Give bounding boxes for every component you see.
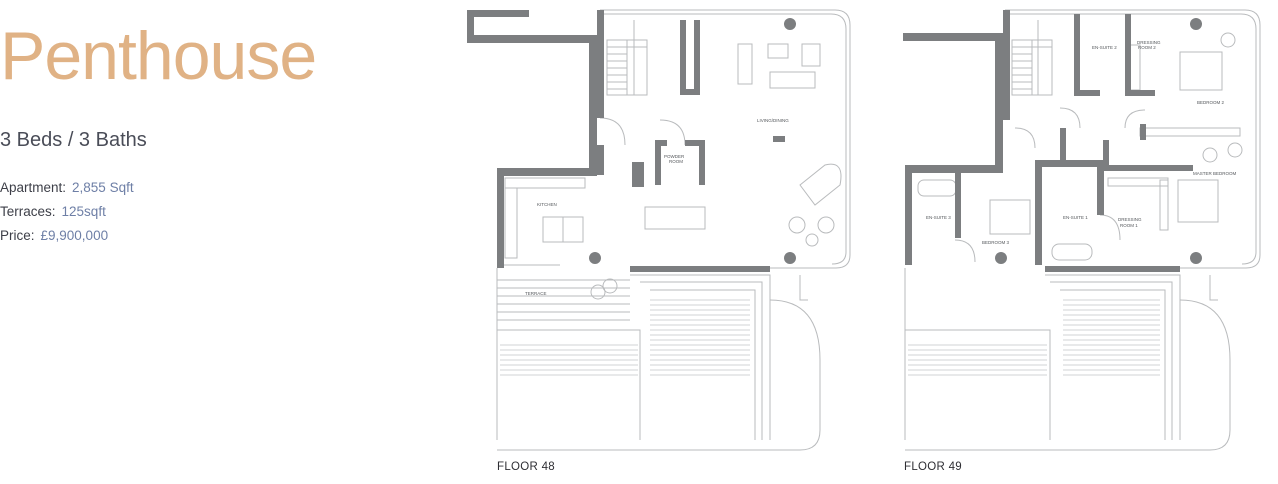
room-dressing-2: DRESSING <box>1137 40 1161 45</box>
beds-baths: 3 Beds / 3 Baths <box>0 129 147 151</box>
room-bedroom-2: BEDROOM 2 <box>1197 100 1225 105</box>
room-dressing-2b: ROOM 2 <box>1138 45 1156 50</box>
detail-apartment: Apartment: 2,855 Sqft <box>0 176 134 200</box>
detail-label: Terraces: <box>0 204 56 219</box>
room-bedroom-3: BEDROOM 3 <box>982 240 1010 245</box>
room-terrace: TERRACE <box>525 291 547 296</box>
room-living-dining: LIVING/DINING <box>757 118 789 123</box>
room-dressing-1: DRESSING <box>1118 217 1142 222</box>
floor-49-plan[interactable]: EN-SUITE 2 DRESSING ROOM 2 BEDROOM 2 MAS… <box>900 0 1278 460</box>
room-powder: POWDER <box>664 154 685 159</box>
detail-value: 125sqft <box>61 204 106 219</box>
apartment-details: Apartment: 2,855 Sqft Terraces: 125sqft Pr… <box>0 176 134 248</box>
detail-label: Apartment: <box>0 180 67 195</box>
room-master-bedroom: MASTER BEDROOM <box>1193 171 1237 176</box>
floor-48-label: FLOOR 48 <box>497 461 556 473</box>
room-ensuite-1: EN-SUITE 1 <box>1063 215 1088 220</box>
floor-49-label: FLOOR 49 <box>904 461 963 473</box>
detail-value: 2,855 Sqft <box>72 180 134 195</box>
room-ensuite-2: EN-SUITE 2 <box>1092 45 1117 50</box>
room-ensuite-3: EN-SUITE 3 <box>926 215 951 220</box>
room-dressing-1b: ROOM 1 <box>1120 223 1138 228</box>
detail-value: £9,900,000 <box>40 228 109 243</box>
room-kitchen: KITCHEN <box>537 202 557 207</box>
detail-label: Price: <box>0 228 35 243</box>
page-title: Penthouse <box>0 18 317 94</box>
floor-48-plan[interactable]: LIVING/DINING POWDER ROOM KITCHEN TERRAC… <box>460 0 860 460</box>
detail-price: Price: £9,900,000 <box>0 224 134 248</box>
room-powder-2: ROOM <box>669 159 683 164</box>
detail-terraces: Terraces: 125sqft <box>0 200 134 224</box>
